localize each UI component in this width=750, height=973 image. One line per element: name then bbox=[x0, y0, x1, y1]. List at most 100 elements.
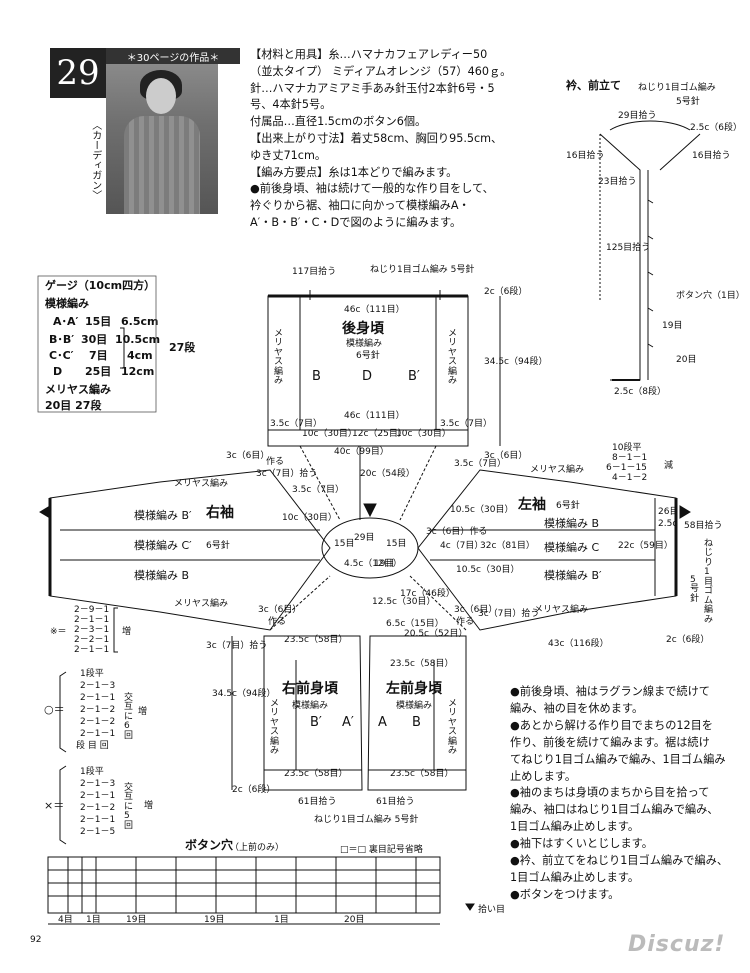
star-inc-mark: 増 bbox=[122, 627, 132, 637]
buttonhole-title: ボタン穴 bbox=[185, 838, 234, 852]
gauge-box: ゲージ（10cm四方） 模様編み A･A′ 15目 6.5cm B･B′ 30目… bbox=[45, 279, 195, 412]
right-sleeve-label: 29目 bbox=[354, 533, 375, 543]
desc-line: ゆき丈71cm。 bbox=[250, 148, 327, 162]
page-number: 92 bbox=[30, 935, 42, 945]
collar-label: 125目拾う bbox=[606, 243, 651, 253]
right-front-title: 右前身頃 bbox=[282, 681, 338, 697]
circle-inc: 2－1－2 bbox=[80, 717, 116, 727]
desc-line: 付属品…直径1.5cmのボタン6個。 bbox=[250, 115, 427, 129]
collar-rib: ねじり1目ゴム編み bbox=[638, 83, 716, 93]
circle-inc-mark: 増 bbox=[138, 707, 148, 717]
cross-inc: 2－1－1 bbox=[80, 791, 116, 801]
circle-inc: 2－1－1 bbox=[80, 729, 116, 739]
back-width-top: 46c（111目） bbox=[344, 305, 405, 315]
cross-inc: 2－1－1 bbox=[80, 815, 116, 825]
left-sleeve-dec: 6－1－15 bbox=[606, 463, 647, 473]
right-sleeve-side-top: メリヤス編み bbox=[174, 479, 229, 489]
gauge-row-name: C･C′ bbox=[49, 349, 74, 362]
left-sleeve-label: 3.5c（7目） bbox=[454, 459, 506, 469]
collar-label: 19目 bbox=[662, 321, 683, 331]
desc-line: 針…ハマナカアミアミ手あみ針玉付2本針6号・5 bbox=[250, 81, 495, 95]
gauge-row-cm: 6.5cm bbox=[121, 315, 159, 328]
right-sleeve-title: 右袖 bbox=[206, 505, 234, 521]
left-sleeve-needle: 6号針 bbox=[556, 501, 580, 511]
left-sleeve-width: 32c（81目） bbox=[480, 541, 535, 551]
left-front-label: 作る bbox=[456, 617, 475, 627]
left-sleeve-side-top: メリヤス編み bbox=[530, 465, 585, 475]
back-title: 後身頃 bbox=[342, 321, 384, 337]
right-sleeve-label: 作る bbox=[266, 457, 285, 467]
cross-mark-icon: ×＝ bbox=[44, 799, 65, 812]
circle-inc: 段 目 回 bbox=[76, 741, 109, 751]
right-sleeve-label: 3c（7目）拾う bbox=[256, 469, 318, 479]
left-front-side: メリヤス編み bbox=[448, 699, 458, 757]
gauge-stockinette-value: 20目 27段 bbox=[45, 399, 102, 412]
back-mid-right: 3c（6目） bbox=[484, 451, 528, 461]
left-front-label: 3c（6目） bbox=[454, 605, 498, 615]
buttonhole-sub: （上前のみ） bbox=[230, 843, 285, 853]
item-type: 〈カーディガン〉 bbox=[89, 120, 101, 200]
desc-line: 衿ぐりから裾、袖口に向かって模様編みA・ bbox=[250, 199, 470, 213]
right-front-top: 23.5c（58目） bbox=[284, 635, 348, 645]
desc-line: 【材料と用具】糸…ハマナカフェアレディー50 bbox=[250, 48, 488, 61]
circle-inc-side: 交互に6回 bbox=[124, 693, 134, 741]
watermark-logo: Discuz! bbox=[628, 932, 726, 957]
note-line: 止めします。 bbox=[510, 769, 577, 783]
left-front-label: 12.5c（30目） bbox=[372, 597, 436, 607]
left-front-col: A bbox=[378, 715, 387, 730]
circle-mark-icon: ○＝ bbox=[44, 703, 65, 716]
note-line: ●衿、前立てをねじり1目ゴム編みで編み、 bbox=[510, 854, 729, 868]
left-sleeve-row: 模様編み B′ bbox=[544, 569, 602, 582]
buttonhole-count: 19目 bbox=[204, 915, 225, 925]
left-front-pattern: 模様編み bbox=[396, 701, 433, 711]
collar-label: 29目拾う bbox=[618, 111, 657, 121]
left-sleeve-cuff: 26目 bbox=[658, 507, 679, 517]
note-line: ●袖下はすくいとじします。 bbox=[510, 837, 653, 851]
right-front-label: 3c（6目） bbox=[258, 605, 302, 615]
back-top-rib: ねじり1目ゴム編み 5号針 bbox=[370, 265, 475, 275]
note-line: 1目ゴム編み止めします。 bbox=[510, 820, 640, 834]
left-sleeve-width: 10.5c（30目） bbox=[456, 565, 520, 575]
note-line: 編み、袖口はねじり1目ゴム編みで編み、 bbox=[510, 803, 719, 817]
gauge-row-cm: 12cm bbox=[121, 365, 155, 378]
circle-inc: 2－1－2 bbox=[80, 705, 116, 715]
left-sleeve-cuff-c: 2.5c bbox=[658, 519, 678, 529]
model-photo bbox=[106, 64, 218, 214]
left-front-title: 左前身頃 bbox=[386, 681, 442, 697]
cross-inc-side: 交互に5回 bbox=[124, 783, 134, 831]
left-sleeve-dec-mark: 減 bbox=[664, 461, 674, 471]
star-inc: 2－1－1 bbox=[74, 615, 110, 625]
back-side-left: メリヤス編み bbox=[274, 329, 284, 387]
right-front-height: 34.5c（94段） bbox=[212, 689, 276, 699]
right-front-label: 作る bbox=[268, 617, 287, 627]
collar-label: ボタン穴（1目） bbox=[676, 291, 745, 301]
note-line: 作り、前後を続けて編みます。裾は続け bbox=[510, 735, 710, 749]
gauge-row-stitches: 30目 bbox=[81, 333, 108, 346]
left-sleeve-width: 4c（7目） bbox=[440, 541, 484, 551]
back-side-right: メリヤス編み bbox=[448, 329, 458, 387]
left-sleeve-cuff-rib: ねじり1目ゴム編み bbox=[704, 539, 714, 625]
right-front-outline bbox=[263, 635, 363, 791]
back-col: D bbox=[362, 369, 373, 384]
gauge-title: ゲージ（10cm四方） bbox=[45, 279, 156, 292]
cross-inc-mark: 増 bbox=[144, 801, 154, 811]
star-inc: 2－1－1 bbox=[74, 645, 110, 655]
back-under: 40c（99目） bbox=[334, 447, 389, 457]
collar-label: 20目 bbox=[676, 355, 697, 365]
back-width-mid: 46c（111目） bbox=[344, 411, 405, 421]
bottom-rib: ねじり1目ゴム編み 5号針 bbox=[314, 815, 419, 825]
back-col: B′ bbox=[408, 369, 420, 384]
right-sleeve-label: 15目 bbox=[334, 539, 355, 549]
back-bottom: 10c（30目） bbox=[396, 429, 451, 439]
left-front-outline bbox=[367, 635, 467, 791]
back-top-pick: 117目拾う bbox=[292, 267, 337, 277]
left-sleeve-row: 模様編み B bbox=[544, 517, 600, 530]
gauge-row-cm: 4cm bbox=[127, 349, 153, 362]
left-front-bottom: 23.5c（58目） bbox=[390, 769, 454, 779]
right-sleeve-row: 模様編み B′ bbox=[134, 509, 192, 522]
right-front-col: A′ bbox=[342, 715, 354, 730]
back-mid-left: 3c（6目） bbox=[226, 451, 270, 461]
buttonhole-count: 1目 bbox=[86, 915, 101, 925]
right-sleeve-side-bottom: メリヤス編み bbox=[174, 599, 229, 609]
